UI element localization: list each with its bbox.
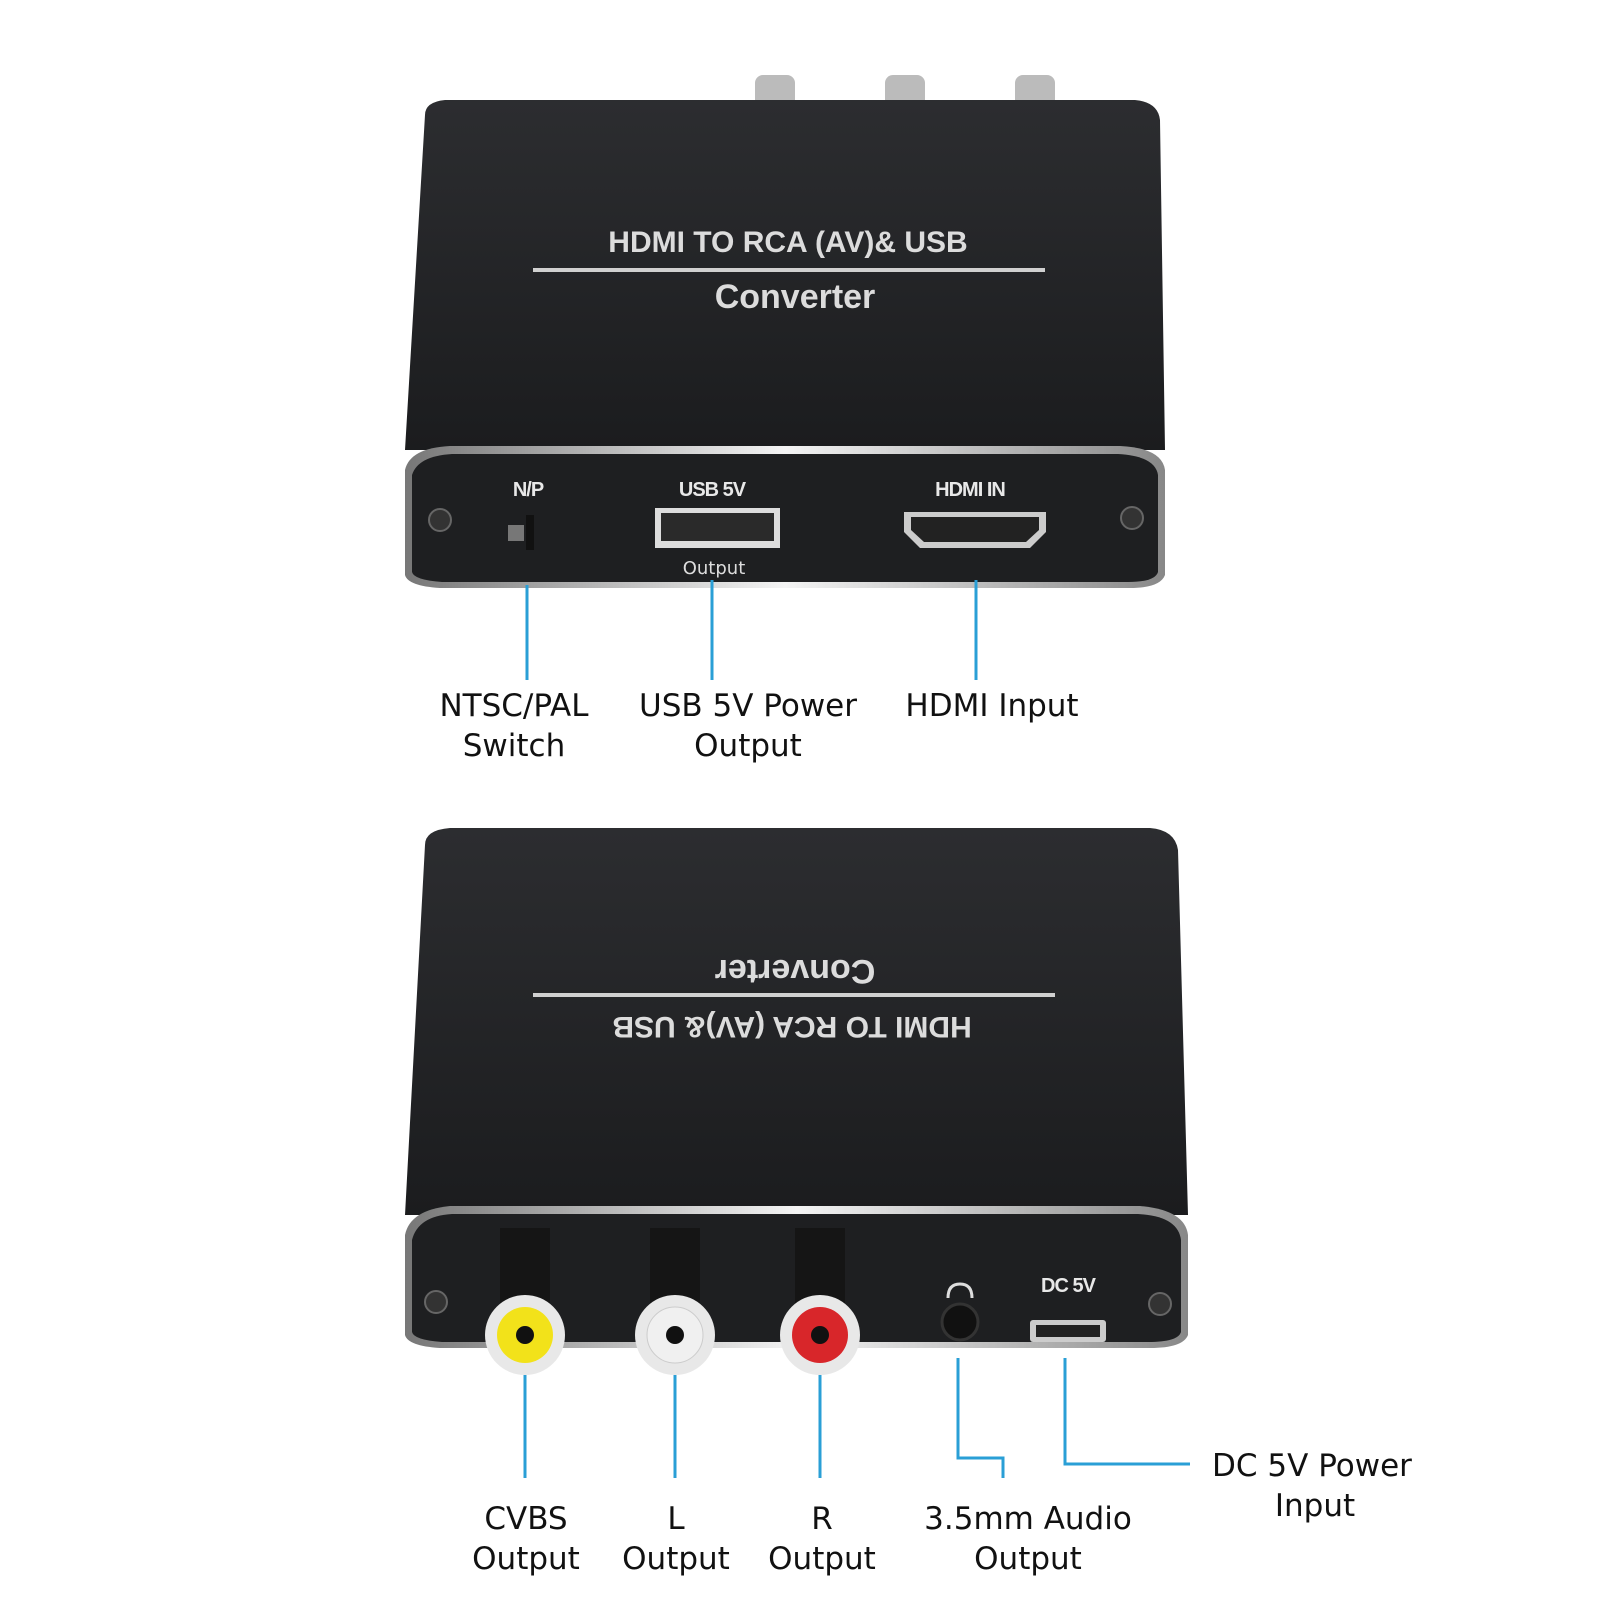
rca-white-jack[interactable]: [635, 1228, 715, 1375]
audio-jack[interactable]: [940, 1302, 980, 1342]
title-divider: [533, 993, 1055, 997]
rca-red-jack[interactable]: [780, 1228, 860, 1375]
callout-l-2: Output: [622, 1541, 730, 1577]
hdmi-label: HDMI IN: [935, 479, 1005, 501]
device-top-surface: [405, 828, 1188, 1215]
screw-icon: [428, 508, 452, 532]
front-panel: [412, 454, 1158, 582]
rca-yellow-jack[interactable]: [485, 1228, 565, 1375]
dc-label: DC 5V: [1041, 1275, 1097, 1297]
callout-audio: 3.5mm Audio: [924, 1501, 1132, 1537]
screw-icon: [424, 1290, 448, 1314]
bottom-device: Converter HDMI TO RCA (AV)& USB: [405, 828, 1188, 1375]
top-device: HDMI TO RCA (AV)& USB Converter N/P USB …: [405, 75, 1165, 588]
callout-r-2: Output: [768, 1541, 876, 1577]
callout-ntsc-pal: NTSC/PAL: [439, 688, 589, 724]
bottom-leaders: [523, 1358, 1190, 1478]
top-callouts: NTSC/PAL Switch USB 5V Power Output HDMI…: [439, 688, 1078, 764]
device-title-flipped: HDMI TO RCA (AV)& USB: [612, 1010, 971, 1043]
callout-usb-power: USB 5V Power: [639, 688, 857, 724]
callout-l: L: [667, 1501, 685, 1537]
np-switch[interactable]: [508, 525, 524, 541]
usb-port-slot: [661, 513, 774, 541]
hdmi-port-slot: [911, 517, 1039, 542]
callout-audio-2: Output: [974, 1541, 1082, 1577]
device-subtitle-flipped: Converter: [715, 952, 876, 990]
leader-line: [1063, 1358, 1190, 1466]
device-title: HDMI TO RCA (AV)& USB: [608, 226, 967, 259]
callout-cvbs: CVBS: [484, 1501, 567, 1537]
device-top-surface: [405, 100, 1165, 450]
top-leaders: [525, 580, 978, 680]
leader-line: [956, 1358, 1005, 1478]
callout-dc-power-2: Input: [1275, 1488, 1355, 1524]
usb-label: USB 5V: [679, 479, 747, 501]
bottom-callouts: CVBS Output L Output R Output 3.5mm Audi…: [472, 1448, 1412, 1577]
callout-hdmi-input: HDMI Input: [905, 688, 1078, 724]
np-label: N/P: [513, 479, 544, 501]
micro-usb-slot: [1036, 1325, 1100, 1337]
device-subtitle: Converter: [715, 278, 876, 316]
np-switch-slot: [526, 515, 534, 550]
title-divider: [533, 268, 1045, 272]
screw-icon: [1120, 506, 1144, 530]
callout-ntsc-pal-2: Switch: [463, 728, 566, 764]
usb-output-label: Output: [683, 558, 746, 579]
callout-usb-power-2: Output: [694, 728, 802, 764]
callout-cvbs-2: Output: [472, 1541, 580, 1577]
callout-dc-power: DC 5V Power: [1212, 1448, 1412, 1484]
screw-icon: [1148, 1292, 1172, 1316]
headphone-icon: [946, 1282, 974, 1299]
callout-r: R: [811, 1501, 833, 1537]
